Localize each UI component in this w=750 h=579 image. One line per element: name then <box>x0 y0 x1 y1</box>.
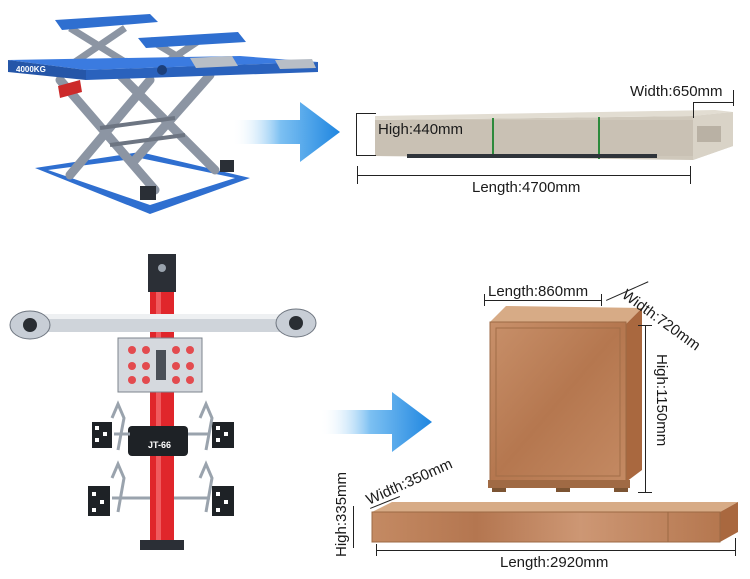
lift-capacity-label: 4000KG <box>16 65 46 74</box>
beam-length-line <box>376 550 736 551</box>
beam-length-tick-left <box>376 544 377 556</box>
lift-height-bottom-line <box>356 155 376 156</box>
wheel-aligner-image: JT-66 <box>0 250 330 560</box>
lift-length-tick-left <box>357 166 358 184</box>
lift-height-label: High:440mm <box>378 121 464 138</box>
aligner-crate-image <box>486 302 644 492</box>
lift-width-tick-left <box>693 102 694 118</box>
lift-package-image <box>375 108 733 164</box>
crate-height-line <box>645 325 646 493</box>
lift-length-tick-right <box>690 166 691 184</box>
beam-length-label: Length:2920mm <box>500 554 609 571</box>
crate-length-line <box>484 300 602 301</box>
crate-height-tick-top <box>638 325 652 326</box>
lift-width-label: Width:650mm <box>630 83 723 100</box>
beam-height-line <box>353 506 354 548</box>
lift-height-top-line <box>356 113 376 114</box>
crate-height-label: High:1150mm <box>653 354 670 447</box>
beam-crate-image <box>368 500 740 546</box>
crate-length-label: Length:860mm <box>488 283 589 300</box>
crate-length-tick-right <box>601 294 602 306</box>
scissor-lift-image: 4000KG <box>0 0 330 225</box>
beam-height-label: High:335mm <box>333 471 350 557</box>
lift-width-line <box>693 102 733 103</box>
crate-height-tick-bottom <box>638 492 652 493</box>
lift-length-label: Length:4700mm <box>472 179 581 196</box>
lift-length-line <box>357 175 691 176</box>
lift-width-tick-right <box>733 90 734 106</box>
arrow-right-icon <box>232 98 342 166</box>
beam-length-tick-right <box>735 538 736 556</box>
crate-length-tick-left <box>484 294 485 306</box>
aligner-model-label: JT-66 <box>148 440 172 450</box>
arrow-right-icon <box>320 388 434 456</box>
lift-height-tick <box>356 113 357 155</box>
